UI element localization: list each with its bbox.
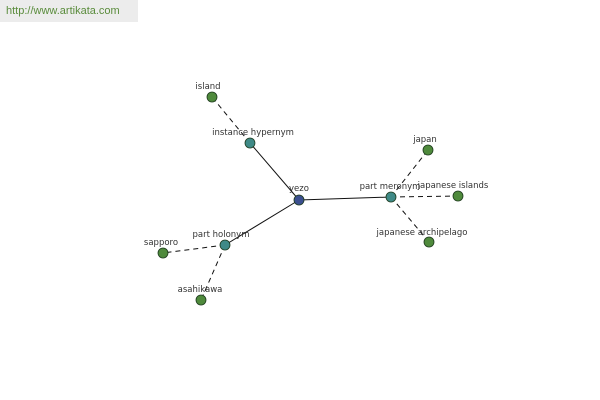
node-island[interactable]: island (195, 82, 221, 103)
node-japanese-archipelago[interactable]: japanese archipelago (376, 228, 468, 248)
node-label-instance-hypernym: instance hypernym (212, 128, 294, 138)
edge-yezo-to-part-holonym (224, 199, 300, 246)
graph-nodes: yezo instance hypernym part meronym part ho… (144, 82, 489, 306)
node-label-asahikawa: asahikawa (178, 285, 223, 295)
node-dot-asahikawa[interactable] (195, 294, 207, 306)
edge-yezo-to-instance-hypernym (249, 142, 300, 201)
edge-instance-hypernym-to-island (211, 96, 251, 144)
edge-yezo-to-part-meronym (298, 196, 392, 201)
node-japanese-islands[interactable]: japanese islands (417, 181, 489, 202)
node-dot-part-holonym[interactable] (219, 239, 231, 251)
node-dot-island[interactable] (206, 91, 218, 103)
node-label-japanese-archipelago: japanese archipelago (376, 228, 468, 238)
edge-part-holonym-to-sapporo (162, 244, 226, 254)
node-label-island: island (195, 82, 220, 92)
node-dot-sapporo[interactable] (157, 247, 169, 259)
node-label-japan: japan (412, 135, 437, 145)
node-label-japanese-islands: japanese islands (417, 181, 489, 191)
node-instance-hypernym[interactable]: instance hypernym (212, 128, 294, 149)
edge-part-meronym-to-japanese-archipelago (390, 196, 430, 243)
node-label-part-holonym: part holonym (193, 230, 250, 240)
node-dot-part-meronym[interactable] (385, 191, 397, 203)
graph-edges (162, 96, 459, 301)
edge-part-holonym-to-asahikawa (200, 244, 226, 301)
edge-part-meronym-to-japanese-islands (390, 195, 459, 198)
node-dot-japanese-islands[interactable] (452, 190, 464, 202)
node-dot-instance-hypernym[interactable] (244, 137, 256, 149)
node-asahikawa[interactable]: asahikawa (178, 285, 223, 306)
node-label-yezo: yezo (289, 184, 309, 194)
node-part-meronym[interactable]: part meronym (360, 182, 421, 203)
edge-part-meronym-to-japan (390, 149, 429, 198)
node-dot-japanese-archipelago[interactable] (423, 236, 435, 248)
site-url-link[interactable]: http://www.artikata.com (0, 0, 138, 22)
node-yezo[interactable]: yezo (289, 184, 309, 206)
node-sapporo[interactable]: sapporo (144, 238, 178, 259)
node-dot-yezo[interactable] (293, 194, 305, 206)
node-part-holonym[interactable]: part holonym (193, 230, 250, 251)
node-label-sapporo: sapporo (144, 238, 178, 248)
node-japan[interactable]: japan (412, 135, 437, 156)
node-label-part-meronym: part meronym (360, 182, 421, 192)
node-dot-japan[interactable] (422, 144, 434, 156)
